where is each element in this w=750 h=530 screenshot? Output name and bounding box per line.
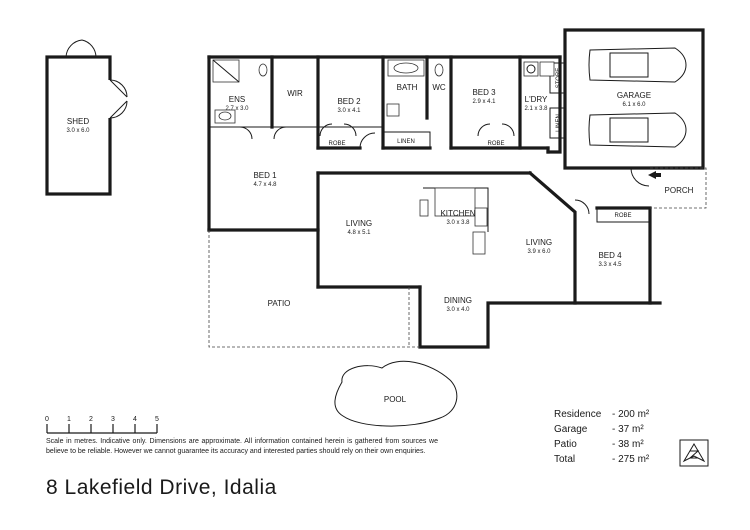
room-name: BED 4 — [598, 251, 622, 260]
robe-label: ROBE — [614, 213, 631, 219]
room-dims: 2.7 x 3.0 — [225, 106, 249, 112]
kitchen-fixtures — [419, 187, 489, 255]
area-value: - 38 m² — [612, 439, 644, 450]
area-label: Total — [554, 454, 576, 465]
room-name: POOL — [384, 395, 407, 404]
entry-arrow-icon — [648, 171, 656, 179]
scale-tick: 0 — [45, 416, 49, 423]
room-name: DINING — [444, 296, 472, 305]
area-value: - 37 m² — [612, 424, 644, 435]
ensuite-fixtures — [212, 59, 268, 124]
room-dims: 2.9 x 4.1 — [472, 99, 496, 105]
room-name: BATH — [397, 83, 418, 92]
shed — [45, 39, 128, 196]
room-name: LIVING — [526, 238, 552, 247]
room-dims: 4.7 x 4.8 — [253, 182, 277, 188]
room-name: KITCHEN — [440, 209, 475, 218]
robe-label: ROBE — [487, 141, 504, 147]
room-dims: 4.8 x 5.1 — [347, 230, 371, 236]
linen-label: LINEN — [397, 139, 415, 145]
area-row: Residence - 200 m² — [554, 409, 678, 424]
scale-tick: 4 — [133, 416, 137, 423]
area-value: - 275 m² — [612, 454, 650, 465]
scale-tick: 3 — [111, 416, 115, 423]
patio — [208, 230, 420, 348]
room-name: LIVING — [346, 219, 372, 228]
room-name: BED 3 — [472, 88, 496, 97]
scale-tick: 1 — [67, 416, 71, 423]
laundry-fixtures — [523, 61, 555, 77]
disclaimer-text: Scale in metres. Indicative only. Dimens… — [46, 438, 438, 455]
scale-bar: 0 1 2 3 4 5 — [45, 416, 159, 434]
room-dims: 3.0 x 3.8 — [446, 220, 470, 226]
room-dims: 3.0 x 4.0 — [446, 307, 470, 313]
room-name: WC — [432, 83, 446, 92]
area-row: Total - 275 m² — [554, 454, 678, 469]
room-name: BED 1 — [253, 171, 277, 180]
room-dims: 2.1 x 3.8 — [524, 106, 548, 112]
room-name: ENS — [229, 95, 245, 104]
area-summary: Residence - 200 m² Garage - 37 m² Patio - 3… — [554, 409, 678, 469]
porch — [630, 167, 707, 209]
area-label: Residence — [554, 409, 602, 420]
room-dims: 3.3 x 4.5 — [598, 262, 622, 268]
room-dims: 3.0 x 6.0 — [66, 128, 90, 134]
area-label: Patio — [554, 439, 577, 450]
room-name: WIR — [287, 89, 303, 98]
room-name: L'DRY — [525, 95, 548, 104]
robe-label: ROBE — [328, 141, 345, 147]
doors — [239, 123, 590, 215]
room-dims: 3.9 x 6.0 — [527, 249, 551, 255]
compass-north-icon — [679, 439, 709, 467]
area-value: - 200 m² — [612, 409, 650, 420]
closet-labels: ROBE LINEN ROBE STORE LINEN ROBE — [328, 68, 631, 219]
room-dims: 3.0 x 4.1 — [337, 108, 361, 114]
room-name: GARAGE — [617, 91, 651, 100]
room-name: PORCH — [665, 186, 694, 195]
pool — [334, 360, 458, 427]
area-row: Patio - 38 m² — [554, 439, 678, 454]
scale-tick: 2 — [89, 416, 93, 423]
room-name: SHED — [67, 117, 89, 126]
room-name: PATIO — [268, 299, 291, 308]
area-label: Garage — [554, 424, 588, 435]
room-name: BED 2 — [337, 97, 361, 106]
room-labels: SHED 3.0 x 6.0 ENS 2.7 x 3.0 WIR BED 2 3… — [66, 83, 693, 404]
scale-tick: 5 — [155, 416, 159, 423]
area-row: Garage - 37 m² — [554, 424, 678, 439]
house-walls — [207, 55, 662, 349]
property-address: 8 Lakefield Drive, Idalia — [46, 476, 277, 499]
store-label: STORE — [556, 68, 562, 89]
room-dims: 6.1 x 6.0 — [622, 102, 646, 108]
bath-fixtures — [386, 59, 444, 117]
linen-label: LINEN — [556, 114, 562, 132]
